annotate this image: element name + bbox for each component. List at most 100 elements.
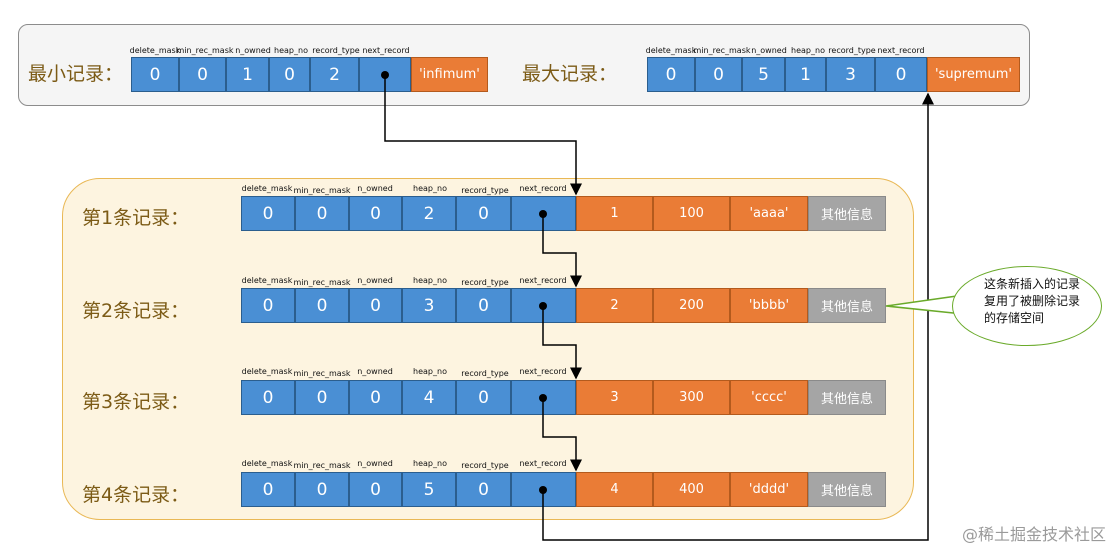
next-record-link (542, 398, 582, 472)
data-cell: 400 (653, 472, 730, 507)
field-cell: 5 (742, 57, 785, 92)
header-label: min_rec_mask (293, 186, 351, 195)
record-4-label: 第4条记录： (82, 484, 190, 506)
data-cell: 1 (576, 196, 653, 231)
header-label: n_owned (235, 46, 271, 55)
field-cell: 0 (241, 288, 295, 323)
header-label: n_owned (357, 367, 393, 376)
field-cell: 2 (402, 196, 456, 231)
header-label: record_type (828, 46, 876, 55)
data-cell: 100 (653, 196, 730, 231)
next-record-link (542, 306, 582, 380)
header-label: delete_mask (241, 184, 293, 193)
header-label: record_type (312, 46, 360, 55)
field-cell: 0 (241, 472, 295, 507)
header-label: next_record (362, 46, 410, 55)
infimum-cell: 'infimum' (411, 57, 488, 92)
field-cell: 0 (349, 472, 402, 507)
record-3-label: 第3条记录： (82, 391, 190, 413)
field-cell: 0 (456, 472, 511, 507)
min-record-label: 最小记录： (28, 63, 124, 85)
next-record-link (384, 75, 582, 196)
header-label: next_record (519, 367, 567, 376)
field-cell: 0 (241, 380, 295, 415)
field-cell: 0 (241, 196, 295, 231)
header-label: heap_no (413, 184, 447, 193)
header-label: heap_no (791, 46, 825, 55)
field-cell: 1 (785, 57, 826, 92)
header-label: heap_no (274, 46, 308, 55)
field-cell: 0 (269, 57, 310, 92)
other-info-cell: 其他信息 (808, 288, 886, 323)
header-label: record_type (461, 369, 509, 378)
header-label: min_rec_mask (293, 278, 351, 287)
other-info-cell: 其他信息 (808, 472, 886, 507)
header-label: n_owned (357, 459, 393, 468)
header-label: next_record (877, 46, 925, 55)
watermark: @稀土掘金技术社区 (961, 525, 1106, 544)
field-cell: 0 (456, 196, 511, 231)
header-label: n_owned (751, 46, 787, 55)
supremum-cell: 'supremum' (927, 57, 1020, 92)
header-label: n_owned (357, 184, 393, 193)
record-2-label: 第2条记录： (82, 300, 190, 322)
other-info-cell: 其他信息 (808, 380, 886, 415)
field-cell: 4 (402, 380, 456, 415)
field-cell: 0 (456, 288, 511, 323)
header-label: next_record (519, 184, 567, 193)
field-cell: 3 (402, 288, 456, 323)
data-cell: 'bbbb' (730, 288, 808, 323)
field-cell: 0 (349, 196, 402, 231)
data-cell: 2 (576, 288, 653, 323)
header-label: record_type (461, 278, 509, 287)
header-label: next_record (519, 459, 567, 468)
header-label: record_type (461, 461, 509, 470)
data-cell: 'cccc' (730, 380, 808, 415)
next-record-link (542, 92, 934, 541)
header-label: delete_mask (645, 46, 697, 55)
callout-line: 复用了被删除记录 (984, 294, 1081, 308)
field-cell: 0 (295, 380, 349, 415)
data-cell: 4 (576, 472, 653, 507)
data-cell: 200 (653, 288, 730, 323)
header-label: min_rec_mask (693, 46, 751, 55)
callout-bubble (952, 266, 1102, 346)
field-cell: 2 (310, 57, 359, 92)
data-cell: 3 (576, 380, 653, 415)
header-label: next_record (519, 276, 567, 285)
field-cell: 0 (295, 196, 349, 231)
field-cell: 0 (456, 380, 511, 415)
callout-line: 这条新插入的记录 (984, 277, 1081, 291)
field-cell: 0 (695, 57, 742, 92)
field-cell: 0 (349, 288, 402, 323)
field-cell: 0 (131, 57, 179, 92)
user-records-panel (62, 178, 914, 520)
callout-line: 的存储空间 (984, 311, 1045, 325)
header-label: min_rec_mask (176, 46, 234, 55)
header-label: heap_no (413, 459, 447, 468)
field-cell: 3 (826, 57, 875, 92)
field-cell: 0 (349, 380, 402, 415)
max-record-label: 最大记录： (522, 63, 618, 85)
data-cell: 300 (653, 380, 730, 415)
header-label: delete_mask (241, 276, 293, 285)
header-label: record_type (461, 186, 509, 195)
header-label: min_rec_mask (293, 369, 351, 378)
header-label: delete_mask (129, 46, 181, 55)
header-label: min_rec_mask (293, 461, 351, 470)
header-label: heap_no (413, 367, 447, 376)
field-cell: 1 (226, 57, 269, 92)
field-cell: 0 (647, 57, 695, 92)
field-cell: 0 (295, 288, 349, 323)
other-info-cell: 其他信息 (808, 196, 886, 231)
header-label: delete_mask (241, 459, 293, 468)
field-cell: 5 (402, 472, 456, 507)
record-1-label: 第1条记录： (82, 207, 190, 229)
next-record-cell: 0 (875, 57, 927, 92)
data-cell: 'dddd' (730, 472, 808, 507)
next-record-link (542, 214, 582, 288)
header-label: n_owned (357, 276, 393, 285)
header-label: delete_mask (241, 367, 293, 376)
field-cell: 0 (179, 57, 226, 92)
